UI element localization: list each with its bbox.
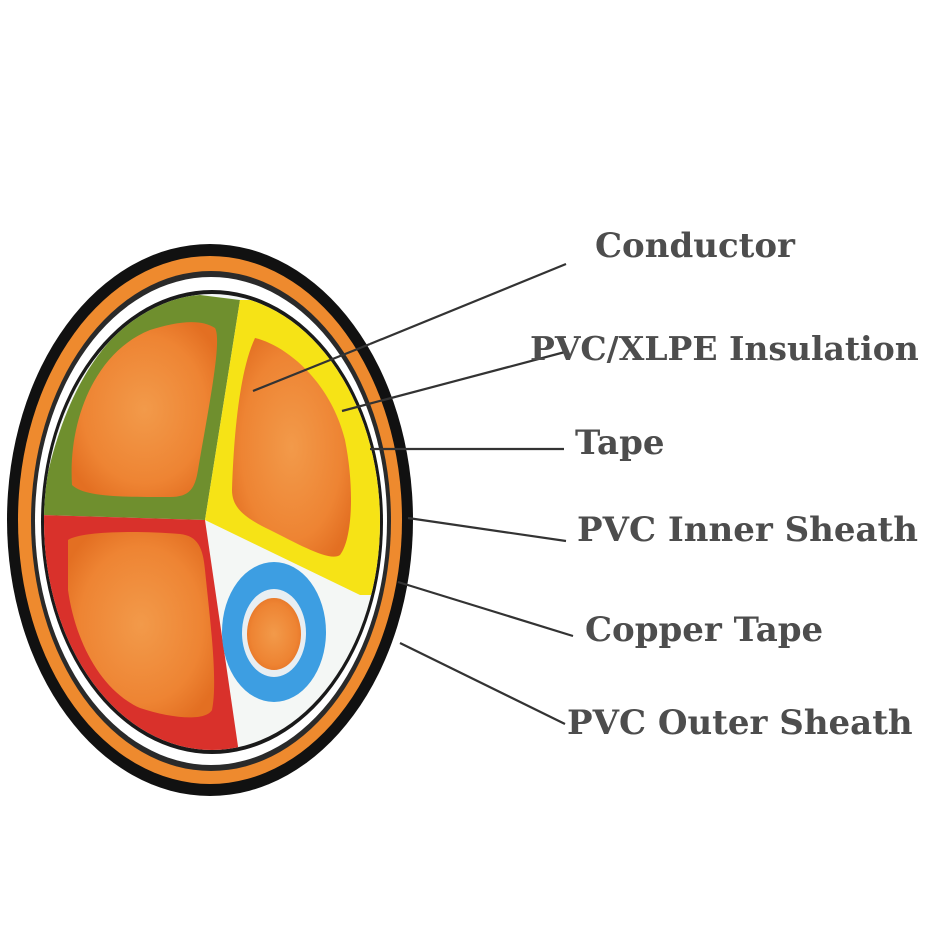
label-inner-sheath: PVC Inner Sheath: [577, 510, 918, 550]
label-tape: Tape: [575, 423, 665, 463]
earth-conductor: [247, 598, 301, 670]
conductor-red-core: [68, 532, 215, 718]
leader-line-copper-tape: [397, 580, 574, 638]
leader-line-conductor-outer: [369, 262, 567, 346]
conductor-yellow-core: [232, 338, 352, 557]
leader-line-inner-sheath: [407, 516, 567, 543]
cores-group: [44, 295, 380, 750]
leader-line-outer-sheath: [399, 642, 566, 725]
leader-line-conductor: [252, 342, 371, 393]
leader-lines: [252, 262, 574, 725]
label-insulation: PVC/XLPE Insulation: [530, 329, 919, 368]
label-outer-sheath: PVC Outer Sheath: [567, 703, 913, 743]
label-conductor: Conductor: [595, 226, 795, 266]
conductor-green-core: [71, 322, 218, 497]
label-copper-tape: Copper Tape: [585, 610, 824, 650]
leader-line-insulation: [341, 350, 566, 413]
